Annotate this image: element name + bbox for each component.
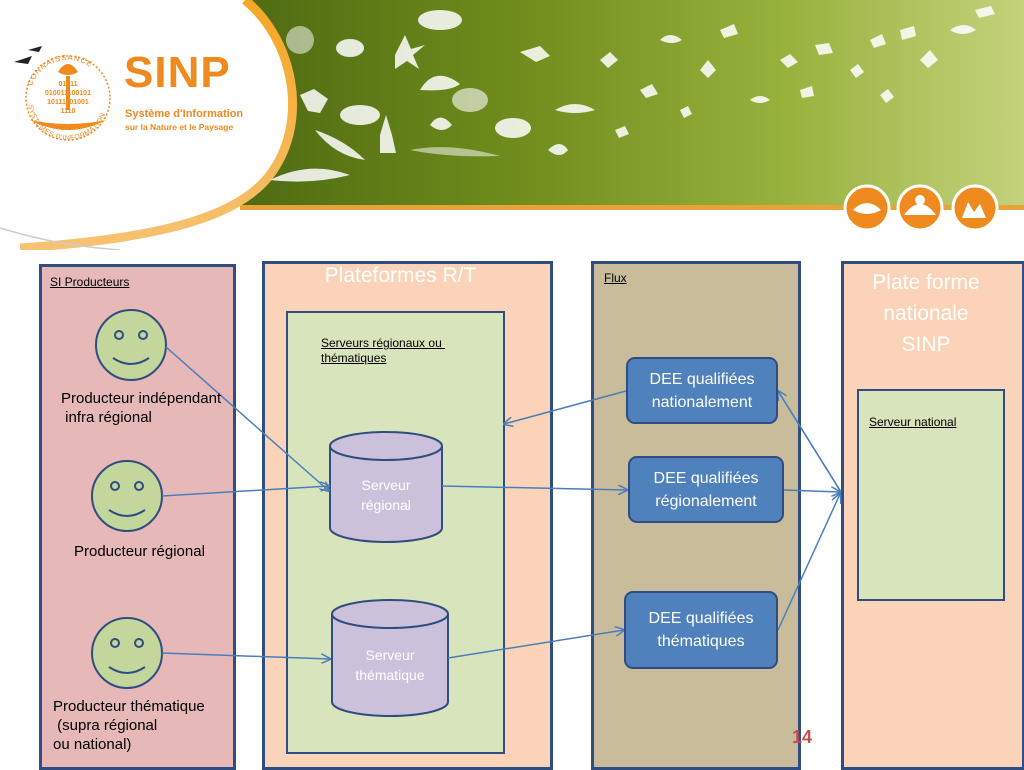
flow-arrows bbox=[161, 346, 842, 659]
producer-independent-line-1: Producteur indépendant bbox=[61, 390, 222, 407]
smiley-icon-regional bbox=[91, 460, 163, 532]
national-server-panel bbox=[857, 389, 1005, 601]
dee-thematic-box: DEE qualifiées thématiques bbox=[624, 591, 778, 669]
flux-label: Flux bbox=[604, 271, 627, 285]
dee-regional-box: DEE qualifiées régionalement bbox=[628, 456, 784, 523]
logo-subtitle-1: Système d'Information bbox=[125, 108, 244, 120]
sinp-logo-emblem bbox=[14, 46, 111, 141]
dee-thematic-line-2: thématiques bbox=[657, 633, 745, 650]
dee-regional-line-2: régionalement bbox=[655, 492, 757, 510]
producer-regional-label: Producteur régional bbox=[74, 542, 205, 561]
green-band bbox=[240, 0, 1024, 205]
dee-regional-line-1: DEE qualifiées bbox=[653, 469, 759, 487]
regional-servers-label-line-2: thématiques bbox=[321, 351, 387, 365]
arrow-dee-national-to-servers bbox=[504, 390, 627, 424]
header: 01011 010011100101 10111101001 1110 CONN… bbox=[0, 0, 1024, 250]
wildlife-silhouettes bbox=[270, 6, 995, 182]
national-server-label: Serveur national bbox=[869, 415, 957, 429]
binary-line-2: 010011100101 bbox=[45, 90, 91, 97]
platforms-title: Plateformes R/T bbox=[324, 264, 477, 287]
producer-thematic-label: Producteur thématique (supra régional ou… bbox=[53, 697, 205, 754]
arrow-dee-regional-to-national bbox=[783, 490, 840, 492]
dee-national-line-1: DEE qualifiées bbox=[649, 370, 755, 388]
regional-server-database-icon bbox=[329, 431, 443, 543]
regional-server-label-line-1: Serveur bbox=[361, 477, 411, 493]
thematic-server-label: Serveur thématique bbox=[332, 645, 448, 685]
binary-line-1: 01011 bbox=[58, 81, 77, 88]
national-title-line-2: nationale bbox=[883, 302, 969, 325]
arrow-dee-thematic-to-national bbox=[777, 494, 840, 631]
national-platform-title: Plate forme nationale SINP bbox=[841, 267, 1011, 360]
logo-title: SINP bbox=[124, 48, 231, 97]
regional-servers-label-line-1: Serveurs régionaux ou bbox=[321, 336, 446, 350]
smiley-icon-independent bbox=[95, 309, 167, 381]
regional-server-label: Serveur régional bbox=[330, 475, 442, 515]
page-number: 14 bbox=[792, 727, 813, 747]
thematic-server-label-line-2: thématique bbox=[355, 667, 425, 683]
producer-thematic-line-2: (supra régional bbox=[53, 717, 158, 734]
thematic-server-label-line-1: Serveur bbox=[365, 647, 415, 663]
regional-server-label-line-2: régional bbox=[361, 497, 411, 513]
arrow-server-to-dee-regional bbox=[441, 486, 627, 490]
producer-thematic-line-3: ou national) bbox=[53, 736, 132, 753]
producer-independent-label: Producteur indépendant infra régional bbox=[61, 389, 221, 427]
national-title-line-1: Plate forme bbox=[872, 271, 980, 294]
producer-regional-line-1: Producteur régional bbox=[74, 543, 205, 560]
arrow-to-dee-national bbox=[778, 391, 842, 493]
arrow-server-to-dee-thematic bbox=[447, 630, 624, 659]
theme-icons bbox=[843, 184, 999, 232]
dee-national-box: DEE qualifiées nationalement bbox=[626, 357, 778, 424]
dee-thematic-line-1: DEE qualifiées bbox=[648, 610, 754, 627]
binary-line-3: 10111101001 bbox=[47, 99, 89, 106]
nature-banner: 01011 010011100101 10111101001 1110 CONN… bbox=[0, 0, 1024, 250]
regional-servers-label: Serveurs régionaux ou thématiques bbox=[321, 336, 445, 366]
arrow-independent-to-regional bbox=[165, 346, 329, 491]
national-title-line-3: SINP bbox=[901, 333, 951, 356]
producer-thematic-line-1: Producteur thématique bbox=[53, 698, 205, 715]
thematic-server-database-icon bbox=[331, 599, 449, 717]
arrow-thematic-to-server bbox=[161, 652, 330, 659]
binary-line-4: 1110 bbox=[61, 108, 76, 115]
producer-independent-line-2: infra régional bbox=[61, 409, 152, 426]
dee-national-line-2: nationalement bbox=[651, 393, 753, 411]
producers-label: SI Producteurs bbox=[50, 275, 130, 289]
arrow-regional-to-server bbox=[161, 486, 329, 497]
smiley-icon-thematic bbox=[91, 617, 163, 689]
logo-subtitle-2: sur la Nature et le Paysage bbox=[125, 122, 234, 132]
